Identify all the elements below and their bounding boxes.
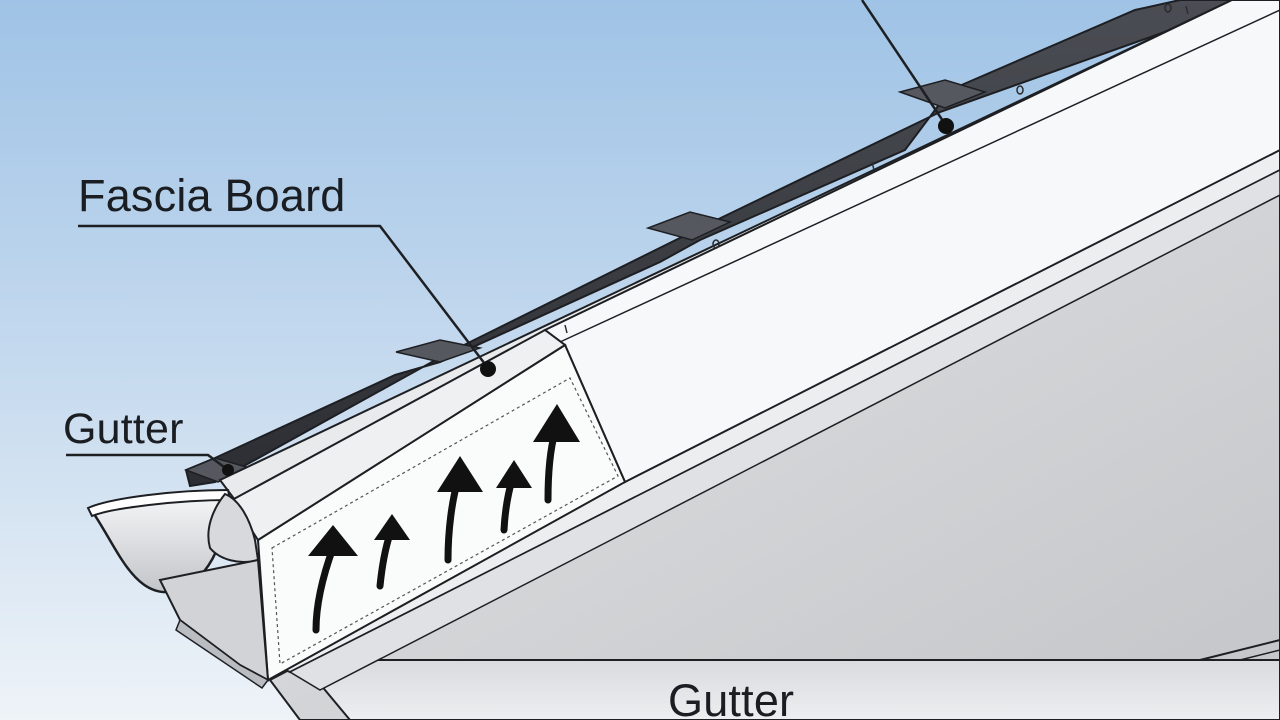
vent-panel-dashed-border (271, 377, 619, 665)
fascia-board-label: Fascia Board (78, 170, 346, 221)
fascia-board-top-edge (559, 9, 1280, 343)
lower-trim-line-2 (1239, 649, 1280, 661)
fascia-trim-strip-2 (288, 169, 1280, 691)
fascia-board-leader (78, 224, 489, 369)
shingle-tab (645, 211, 733, 241)
lower-trim-line (1199, 639, 1280, 661)
lower-trim-band (297, 659, 1280, 720)
shingle-tab (395, 339, 483, 363)
up-arrow-icon (496, 460, 532, 488)
up-arrow-icon (437, 456, 483, 492)
up-arrow-icon (374, 514, 410, 540)
fascia-nail-marks (564, 3, 1189, 334)
fascia-board-dot (480, 361, 496, 377)
gutter-label-left: Gutter (63, 405, 184, 453)
roof-shingles (184, 0, 1233, 488)
top-callout-dot (938, 118, 954, 134)
callout-leaders (66, 0, 947, 471)
gutter-left-leader (66, 453, 229, 471)
up-arrow-icon (308, 525, 358, 556)
gutter-left-dot (222, 464, 234, 476)
gutter-label-bottom: Gutter (668, 675, 795, 720)
up-arrow-icon (533, 404, 580, 442)
airflow-arrowheads (308, 404, 580, 556)
gutter-back (207, 492, 260, 563)
top-callout-leader (860, 0, 947, 125)
gutter-trough-lower (175, 618, 270, 690)
callout-dots (222, 118, 954, 476)
